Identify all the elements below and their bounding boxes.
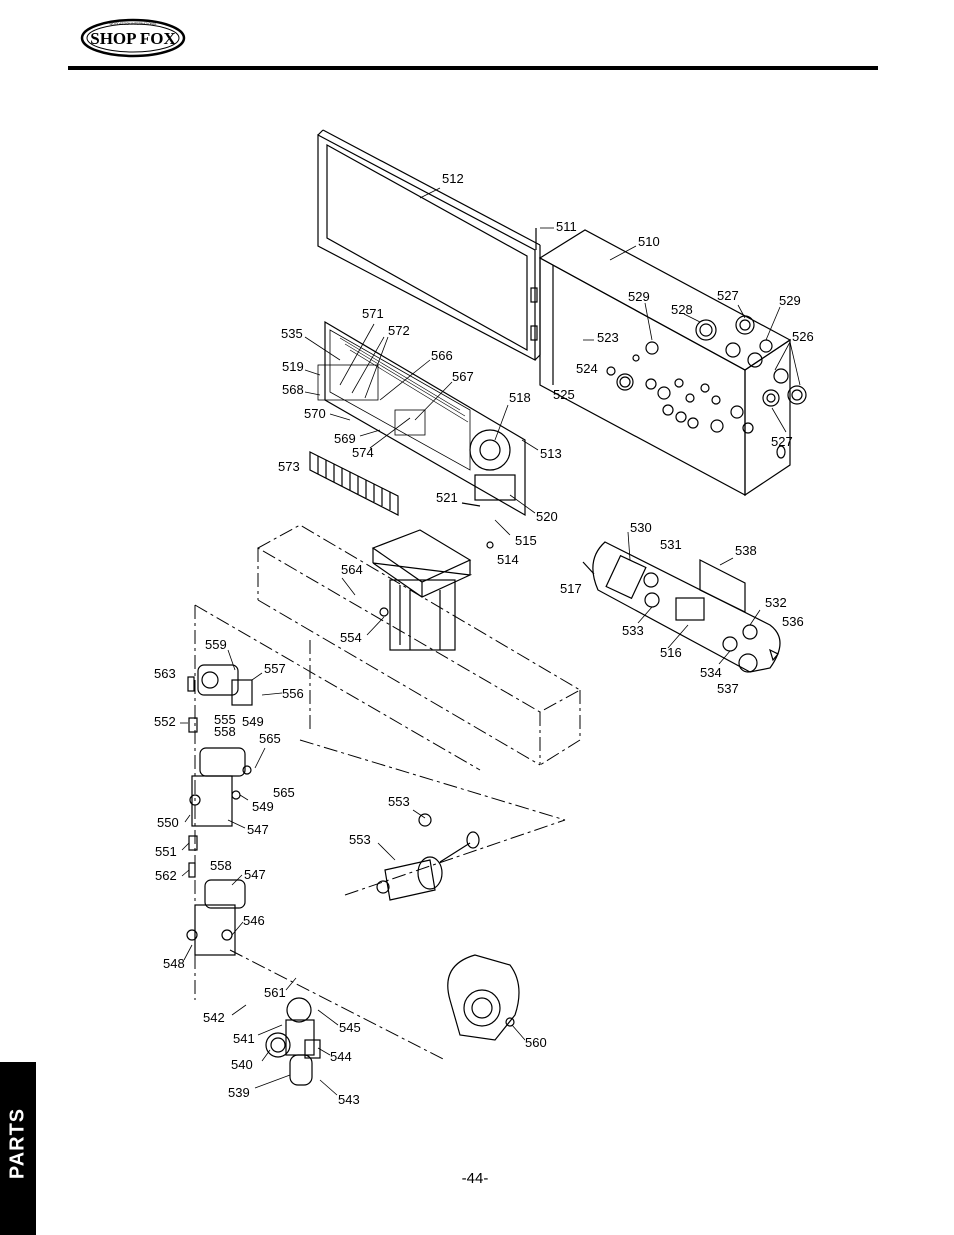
callout-521: 521 bbox=[436, 490, 458, 505]
callout-552: 552 bbox=[154, 714, 176, 729]
parts-section-tab: PARTS bbox=[0, 1062, 36, 1235]
air-cylinder bbox=[376, 813, 480, 901]
vacuum-pump bbox=[447, 954, 520, 1041]
callout-543: 543 bbox=[338, 1092, 360, 1107]
callout-531: 531 bbox=[660, 537, 682, 552]
callout-533: 533 bbox=[622, 623, 644, 638]
callout-534: 534 bbox=[700, 665, 722, 680]
brand-ring-text: WOODSTOCK INTERNATIONAL bbox=[109, 22, 157, 26]
shop-fox-logo: SHOP FOX WOODSTOCK INTERNATIONAL bbox=[80, 18, 186, 58]
callout-559: 559 bbox=[205, 637, 227, 652]
callout-574: 574 bbox=[352, 445, 374, 460]
callout-557: 557 bbox=[264, 661, 286, 676]
callout-541: 541 bbox=[233, 1031, 255, 1046]
callout-555: 555 bbox=[214, 712, 236, 727]
page-number: -44- bbox=[461, 1170, 489, 1187]
callout-548: 548 bbox=[163, 956, 185, 971]
callout-511: 511 bbox=[556, 219, 577, 234]
callout-549: 549 bbox=[242, 714, 264, 729]
motor bbox=[371, 529, 473, 651]
callout-572: 572 bbox=[388, 323, 410, 338]
callout-560: 560 bbox=[525, 1035, 547, 1050]
callout-542: 542 bbox=[203, 1010, 225, 1025]
callout-540: 540 bbox=[231, 1057, 253, 1072]
callout-514: 514 bbox=[497, 552, 519, 567]
callout-567: 567 bbox=[452, 369, 474, 384]
callout-554: 554 bbox=[340, 630, 362, 645]
cable-glands bbox=[606, 315, 807, 459]
control-panel bbox=[592, 541, 781, 673]
callout-563: 563 bbox=[154, 666, 176, 681]
callout-518: 518 bbox=[509, 390, 531, 405]
callout-544: 544 bbox=[330, 1049, 352, 1064]
callout-547: 547 bbox=[247, 822, 269, 837]
mounting-panel bbox=[317, 320, 526, 517]
callout-562: 562 bbox=[155, 868, 177, 883]
callout-527-lower: 527 bbox=[771, 434, 793, 449]
callout-515: 515 bbox=[515, 533, 537, 548]
callout-517: 517 bbox=[560, 581, 582, 596]
callout-545: 545 bbox=[339, 1020, 361, 1035]
callout-566: 566 bbox=[431, 348, 453, 363]
terminal-strip bbox=[309, 451, 399, 516]
callout-528: 528 bbox=[671, 302, 693, 317]
callout-524: 524 bbox=[576, 361, 598, 376]
header-rule bbox=[68, 66, 878, 70]
callout-530: 530 bbox=[630, 520, 652, 535]
callout-573: 573 bbox=[278, 459, 300, 474]
callout-569: 569 bbox=[334, 431, 356, 446]
electrical-box bbox=[538, 229, 792, 497]
callout-527: 527 bbox=[717, 288, 739, 303]
callout-529-right: 529 bbox=[779, 293, 801, 308]
callout-547-lower: 547 bbox=[244, 867, 266, 882]
solenoid-valve-lower bbox=[186, 879, 246, 956]
callout-551: 551 bbox=[155, 844, 177, 859]
callout-536: 536 bbox=[782, 614, 804, 629]
callout-526: 526 bbox=[792, 329, 814, 344]
callout-537: 537 bbox=[717, 681, 739, 696]
callout-510: 510 bbox=[638, 234, 660, 249]
callout-546: 546 bbox=[243, 913, 265, 928]
callout-553-lower: 553 bbox=[349, 832, 371, 847]
callout-565-lower: 565 bbox=[273, 785, 295, 800]
callout-561: 561 bbox=[264, 985, 286, 1000]
callout-564: 564 bbox=[341, 562, 363, 577]
callout-529: 529 bbox=[628, 289, 650, 304]
cabinet-outline bbox=[194, 524, 582, 1061]
callout-550: 550 bbox=[157, 815, 179, 830]
callout-556: 556 bbox=[282, 686, 304, 701]
solenoid-valve-middle bbox=[189, 747, 246, 827]
callout-532: 532 bbox=[765, 595, 787, 610]
callout-520: 520 bbox=[536, 509, 558, 524]
callout-571: 571 bbox=[362, 306, 384, 321]
callout-538: 538 bbox=[735, 543, 757, 558]
leader-lines bbox=[180, 187, 801, 1096]
callout-558-lower: 558 bbox=[210, 858, 232, 873]
callout-565: 565 bbox=[259, 731, 281, 746]
solenoid-valve-upper bbox=[197, 664, 253, 706]
callout-549-lower: 549 bbox=[252, 799, 274, 814]
callout-512: 512 bbox=[442, 171, 464, 186]
callout-553: 553 bbox=[388, 794, 410, 809]
callout-516: 516 bbox=[660, 645, 682, 660]
side-tab-label: PARTS bbox=[6, 1107, 29, 1180]
callout-558: 558 bbox=[214, 724, 236, 739]
callout-568: 568 bbox=[282, 382, 304, 397]
callout-labels: 512 511 510 529 528 527 529 526 535 571 … bbox=[154, 171, 814, 1107]
air-regulator bbox=[265, 997, 321, 1086]
callout-539: 539 bbox=[228, 1085, 250, 1100]
brand-name: SHOP FOX bbox=[90, 29, 176, 48]
callout-570: 570 bbox=[304, 406, 326, 421]
callout-523: 523 bbox=[597, 330, 619, 345]
callout-513: 513 bbox=[540, 446, 562, 461]
door-panel bbox=[317, 129, 541, 361]
callout-519: 519 bbox=[282, 359, 304, 374]
callout-525: 525 bbox=[553, 387, 575, 402]
callout-535: 535 bbox=[281, 326, 303, 341]
